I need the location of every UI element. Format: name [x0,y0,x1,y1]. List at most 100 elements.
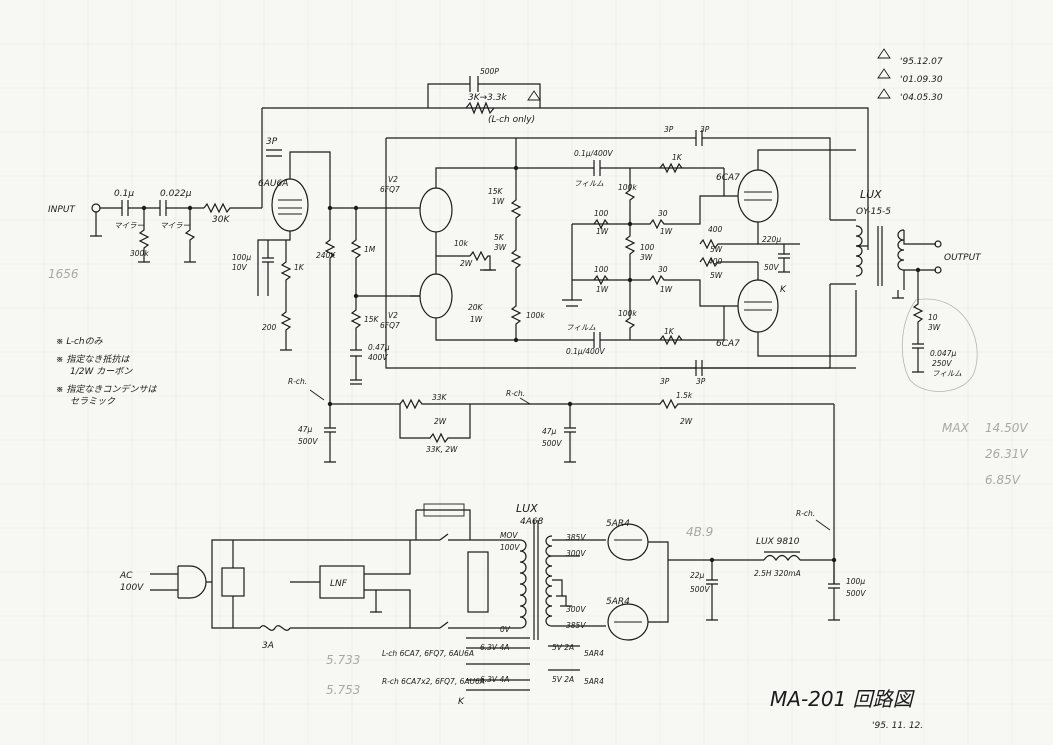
output-stage: 6CA7 6CA7 400 5W 400 5W 220μ 50V K 3P 3P… [660,125,857,386]
r-20k-watt: 1W [470,315,483,324]
r-100a-label: 100 [594,209,609,218]
r-100c-label: 100 [640,243,655,252]
c-out-type: フィルム [932,369,962,378]
c-3p-top-a: 3P [664,125,674,134]
note-5: セラミック [70,396,116,407]
v3-label: 6CA7 [716,173,740,183]
c-01a-label: 0.1μ/400V [574,149,614,158]
r-30a-watt: 1W [660,227,673,236]
pencil-v3: 6.85V [985,473,1021,487]
junctions [141,165,921,563]
ot-maker: LUX [860,188,882,201]
nfb-network: 500P 3K→3.3k (L-ch only) [261,67,869,250]
pencil-annotations: MAX 14.50V 26.31V 6.85V 5.733 5.753 4B.9… [48,267,1028,697]
ac-label: AC [119,571,133,581]
input-jack-icon [91,203,101,213]
heater-5ar4b: 5AR4 [584,677,604,686]
r-10-watt: 3W [928,323,941,332]
revision-1: '95.12.07 [900,57,943,67]
r-100k-label: 100k [526,311,545,320]
v2b-tube-icon [419,273,453,319]
v1-label: 6AU6A [258,179,288,189]
r-10k-label: 10k [454,239,469,248]
r-5k-watt: 3W [494,243,507,252]
pt-385a-label: 385V [566,533,586,542]
r-400a-watt: 5W [710,245,723,254]
pt-model: 4A68 [520,517,544,527]
revision-2: '01.09.30 [900,75,943,85]
pencil-v1: 14.50V [985,421,1028,435]
r-15k-label: 15K [364,315,380,324]
rch-label-1: R-ch. [288,377,307,386]
grounds [350,269,578,385]
cathode-k-label: K [780,285,787,295]
r-100a-watt: 1W [596,227,609,236]
nfb-note: (L-ch only) [488,115,535,125]
r-400b-watt: 5W [710,271,723,280]
c-47b-label: 47μ [542,427,557,436]
choke-label: LUX 9810 [756,537,800,547]
c-047-label: 0.47μ [368,343,390,352]
c-k1-voltage: 10V [232,263,248,272]
c-22-voltage: 500V [690,585,710,594]
r-1m-label: 1M [364,245,376,254]
v2b-label: 6FQ7 [380,321,400,330]
title-block: MA-201 回路図 '95. 11. 12. [770,687,923,731]
r-1ka-label: 1K [672,153,683,162]
v2b-num: V2 [388,311,398,320]
coupling-network: 0.1μ/400V フィルム 0.1μ/400V フィルム 1K 1K 100k… [516,149,724,356]
note-1: ※ L-chのみ [56,337,104,347]
r-100kb-label: 100k [618,309,637,318]
r-k1b-label: 200 [262,323,277,332]
heater-63a: 6.3V 4A [480,643,509,652]
c-100-voltage: 500V [846,589,866,598]
c-in2-label: 0.022μ [160,189,192,199]
c-47b-voltage: 500V [542,439,562,448]
heater-r-note: R-ch 6CA7x2, 6FQ7, 6AU6A [382,677,485,686]
ot-model: OY-15-5 [856,207,891,217]
c-220-label: 220μ [762,235,781,244]
c-in1-label: 0.1μ [114,189,134,199]
c-01b-label: 0.1μ/400V [566,347,606,356]
c-47a-voltage: 500V [298,437,318,446]
c-3p-bot-b: 3P [696,377,706,386]
note-2: ※ 指定なき抵抗は [56,354,130,365]
choke-spec: 2.5H 320mA [754,569,801,578]
heater-63b: 6.3V 4A [480,675,509,684]
ac-plug-icon [150,565,207,599]
r-15kb-watt: 1W [492,197,505,206]
r-15kb-label: 15K [488,187,504,196]
v1-stage: 6AU6A 3P 1K 100μ 10V 200 240K 1M 15K 0.4… [232,137,410,404]
pt-mov-label: MOV [500,531,518,540]
r-20k-label: 20K [468,303,484,312]
r-1kb-label: 1K [664,327,675,336]
r-240k-label: 240K [316,251,336,260]
nfb-resistor-label: 3K→3.3k [468,93,507,103]
c-220-voltage: 50V [764,263,780,272]
pt-maker: LUX [516,502,538,515]
pt-385b-label: 385V [566,621,586,630]
heater-5ar4a: 5AR4 [584,649,604,658]
r-10k-watt: 2W [460,259,473,268]
c-3p-label: 3P [266,137,278,147]
pencil-max: MAX [942,421,970,435]
output-transformer: LUX OY-15-5 OUTPUT 10 3W 0.047μ 250V フィル… [830,188,982,378]
r-g1-label: 300k [130,249,149,258]
c-47a-label: 47μ [298,425,313,434]
r-33ka-label: 33K [432,393,448,402]
pt-100v-label: 100V [500,543,520,552]
output-label: OUTPUT [944,253,982,263]
pencil-5753: 5.753 [326,683,360,697]
r-400a-label: 400 [708,225,723,234]
v5-label: 5AR4 [606,519,630,529]
c-01a-type: フィルム [574,179,604,188]
v6-label: 5AR4 [606,597,630,607]
c-047-voltage: 400V [368,353,388,362]
r-400b-label: 400 [708,257,723,266]
r-33kb-label: 33K, 2W [426,445,458,454]
drawing-date: '95. 11. 12. [872,721,923,731]
note-4: ※ 指定なきコンデンサは [56,384,157,395]
c-in2-type: マイラー [160,221,190,230]
